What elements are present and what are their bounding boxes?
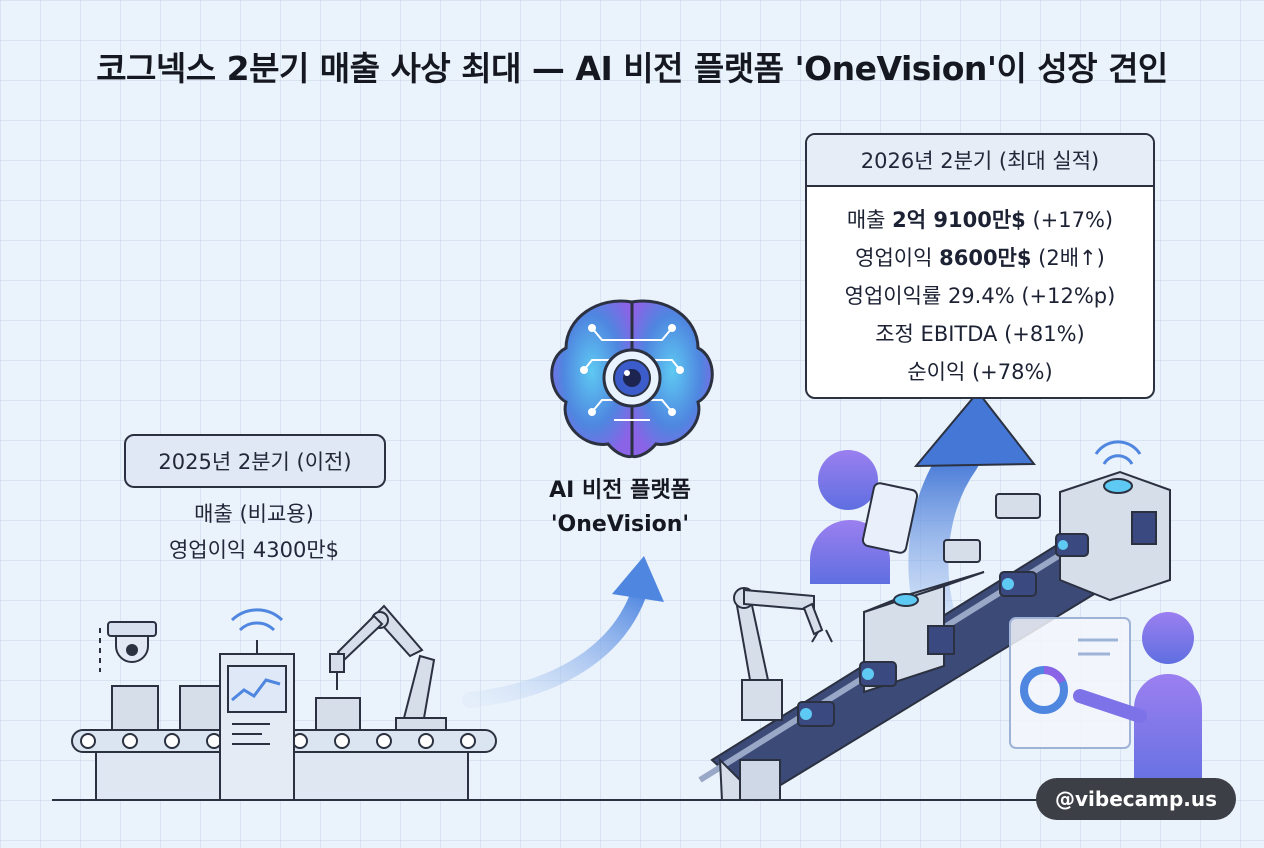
after-metrics: 매출 2억 9100만$ (+17%) 영업이익 8600만$ (2배↑) 영업… <box>807 187 1153 391</box>
after-period-label: 2026년 2분기 (최대 실적) <box>807 135 1153 187</box>
after-results-card: 2026년 2분기 (최대 실적) 매출 2억 9100만$ (+17%) 영업… <box>805 133 1155 399</box>
legacy-factory-illustration <box>71 604 497 801</box>
after-revenue-row: 매출 2억 9100만$ (+17%) <box>846 208 1114 232</box>
page-title: 코그넥스 2분기 매출 사상 최대 — AI 비전 플랫폼 'OneVision… <box>96 49 1168 88</box>
after-operating-margin-row: 영업이익률 29.4% (+12%p) <box>844 284 1116 308</box>
growth-arrow-large-head <box>913 390 1037 468</box>
smart-robot-arm <box>733 587 833 721</box>
inspection-machine <box>219 608 295 801</box>
robot-arm <box>329 604 447 731</box>
smart-factory-illustration <box>698 440 1202 802</box>
before-revenue-line: 매출 (비교용) <box>194 502 314 526</box>
inspection-tower <box>1059 440 1171 602</box>
platform-label-line1: AI 비전 플랫폼 <box>549 478 691 503</box>
growth-arrow-small <box>462 582 648 708</box>
platform-label: AI 비전 플랫폼 'OneVision' <box>520 474 720 542</box>
camera-units <box>797 533 1089 727</box>
ceiling-camera-icon <box>99 621 157 672</box>
before-period-label: 2025년 2분기 (이전) <box>124 434 386 488</box>
operator-head <box>1142 612 1194 664</box>
after-operating-profit-row: 영업이익 8600만$ (2배↑) <box>855 246 1105 270</box>
package-box <box>111 685 159 731</box>
operator-body <box>1134 674 1202 800</box>
ai-brain-icon <box>550 299 714 459</box>
package-box <box>315 697 361 731</box>
package-box <box>179 685 221 731</box>
analytics-dashboard-panel <box>1009 617 1131 749</box>
growth-arrow-small-head <box>612 556 664 602</box>
before-metrics: 매출 (비교용) 영업이익 4300만$ <box>120 496 388 568</box>
tablet-icon <box>861 482 919 554</box>
after-ebitda-row: 조정 EBITDA (+81%) <box>875 322 1085 346</box>
platform-label-line2: 'OneVision' <box>550 512 690 537</box>
watermark-badge: @vibecamp.us <box>1036 778 1236 820</box>
after-net-income-row: 순이익 (+78%) <box>907 360 1053 384</box>
person-head <box>818 450 878 510</box>
overhead-camera-icons <box>943 493 1041 563</box>
before-operating-profit-line: 영업이익 4300만$ <box>168 538 340 562</box>
